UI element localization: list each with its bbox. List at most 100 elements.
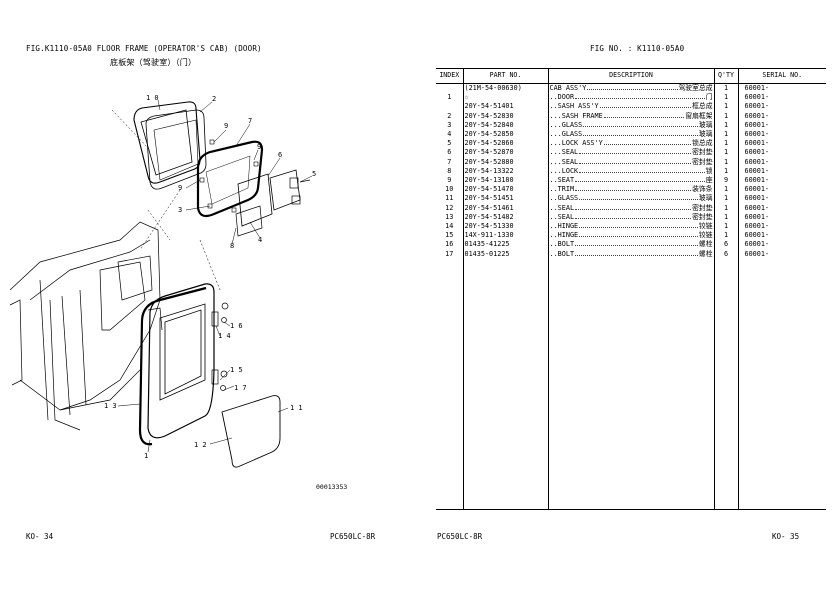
description-chinese: 密封垫 [692,157,713,166]
dot-leader [575,181,705,183]
index-cell: 5 [447,139,452,148]
description-text: CAB ASS'Y [549,84,587,92]
serial-cell: 60001- [737,83,826,94]
serial-cell: 60001- [737,185,826,195]
quantity-cell: 1 [713,222,738,232]
serial-cell: 60001- [737,222,826,232]
quantity-cell: 1 [713,231,738,241]
description-text: ...SASH FRAME [549,111,603,120]
dot-leader [579,236,698,238]
parts-table: INDEX PART NO. DESCRIPTION Q'TY SERIAL N… [436,68,826,510]
description-text: ..GLASS [549,194,579,203]
serial-cell: 60001- [737,139,826,149]
index-cell: 16 [445,240,454,249]
description-text: ..SEAT [549,176,575,185]
description-cell: ...SASH FRAME 窗扇框架 [547,111,714,121]
quantity-cell: 1 [713,212,738,223]
description-text: ...LOCK ASS'Y [549,139,603,148]
part-number-cell: 20Y-54-51451 [462,194,548,204]
serial-cell: 60001- [737,249,826,259]
callout-label: 5 [312,170,316,178]
description-cell: CAB ASS'Y 驾驶室总成 [547,83,714,94]
description-chinese: 驾驶室总成 [678,84,713,92]
description-text: ..BOLT [549,249,575,258]
part-number-cell: 01435-01225 [462,249,548,259]
dot-leader [575,245,698,247]
description-chinese: 铰链 [698,222,713,231]
callout-labels: 1 0 2 9 7 9 6 5 9 3 8 4 1 6 1 4 1 5 1 7 … [104,94,316,460]
part-number-cell: (21M-54-00630) [462,83,548,94]
index-cell: 3 [447,120,452,129]
callout-label: 1 [144,452,148,460]
page-label-right: KO- 35 [772,532,800,541]
column-header: Q'TY [713,68,738,84]
index-cell: 6 [447,148,452,157]
quantity-cell: 1 [713,148,738,158]
description-text: ...GLASS [549,130,583,139]
description-chinese: 窗扇框架 [685,111,713,120]
description-chinese: 密封垫 [692,212,713,221]
dot-leader [579,171,705,173]
dot-leader [579,199,698,201]
callout-label: 7 [248,117,252,125]
description-cell: ..GLASS 玻璃 [547,194,714,204]
callout-label: 2 [212,95,216,103]
lock [289,177,311,205]
door-window [159,303,206,401]
description-chinese: 玻璃 [698,194,713,203]
serial-cell: 60001- [737,93,826,103]
description-text: ...GLASS [549,120,583,129]
quantity-cell: 6 [713,240,738,250]
dot-leader [575,98,705,100]
serial-cell: 60001- [737,130,826,140]
drawing-number: 00013353 [316,483,348,491]
callout-label: 9 [178,184,182,192]
part-number-cell: 20Y-54-52840 [462,120,548,131]
quantity-cell: 1 [713,194,738,204]
callout-label: 9 [224,122,228,130]
callout-label: 9 [257,143,261,151]
part-number-cell: 01435-41225 [462,240,548,250]
part-number-cell: 20Y-54-51470 [462,185,548,195]
quantity-cell: 6 [713,249,738,259]
callout-label: 1 3 [104,402,117,410]
serial-cell: 60001- [737,102,826,112]
serial-cell: 60001- [737,148,826,158]
description-chinese: 玻璃 [698,120,713,129]
door-seal [138,286,207,446]
description-chinese: 铰链 [698,231,713,240]
index-cell: 12 [445,203,454,212]
figure-title: FIG.K1110-05A0 FLOOR FRAME (OPERATOR'S C… [26,44,262,53]
serial-cell: 60001- [737,120,826,131]
description-text: ..TRIM [549,185,575,194]
description-text: ..DOOR [549,93,575,102]
column-header: DESCRIPTION [547,68,714,84]
dot-leader [603,116,685,118]
dot-leader [583,135,698,137]
index-cell: 9 [447,176,452,185]
description-text: ..BOLT [549,240,575,249]
dot-leader [587,89,678,90]
description-chinese: 座 [705,176,713,185]
serial-cell: 60001- [737,157,826,167]
quantity-cell: 1 [713,139,738,149]
callout-leaders [117,99,313,453]
part-number-cell: 20Y-54-52860 [462,139,548,149]
index-cell: 2 [447,111,452,120]
index-cell: 7 [447,157,452,166]
figure-title-chinese: 底板架（驾驶室）（门） [110,58,197,67]
cab-body-outline [9,221,163,431]
callout-label: 3 [178,206,182,214]
